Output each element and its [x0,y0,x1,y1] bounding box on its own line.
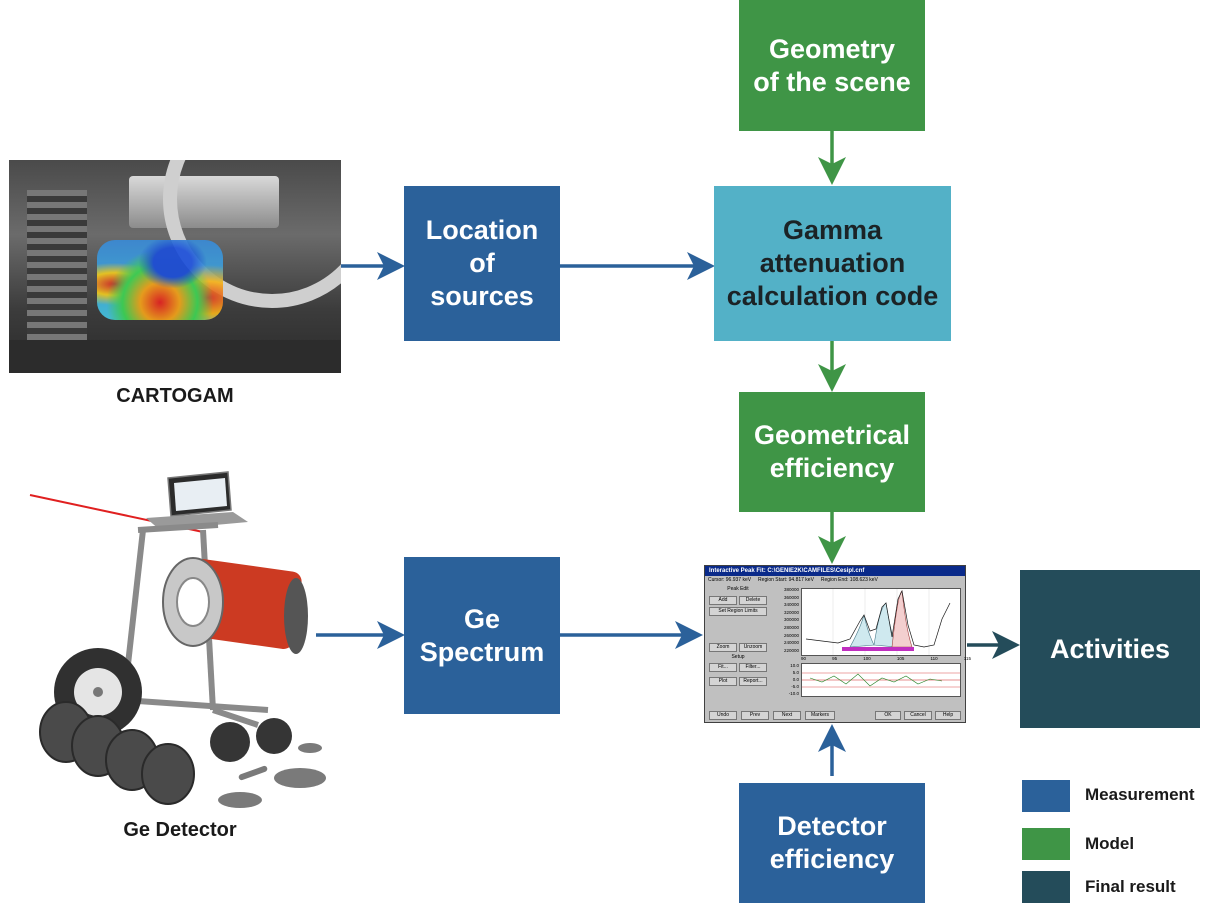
legend-label-model: Model [1085,834,1135,853]
legend-swatch-model [1022,828,1070,860]
x-tick: 90 [801,656,807,661]
node-geometrical-efficiency: Geometrical efficiency [739,392,925,512]
peak-fit-window: Interactive Peak Fit: C:\GENIE2K\CAMFILE… [704,565,971,723]
gamma-hotspot-overlay [97,240,223,320]
caption-ge-detector: Ge Detector [123,819,237,841]
set-region-limits-button[interactable]: Set Region Limits [709,607,767,616]
ge-detector-image [29,471,326,808]
y-tick: 320000 [783,609,799,615]
x-tick: 105 [896,656,905,661]
label-setup: Setup [731,654,745,660]
y-tick: 280000 [783,624,799,630]
y-tick: 260000 [783,632,799,638]
delete-button[interactable]: Delete [739,596,767,605]
window-bottom-bar: Undo Prev Next Markers OK Cancel Help [705,710,967,722]
spectrum-x-ticks: 90 95 100 105 110 115 [801,656,971,661]
filter-button[interactable]: Filter... [739,663,767,672]
region-end-readout: Region End: 108.623 keV [820,577,878,583]
y-tick: 380000 [783,587,799,592]
undo-button[interactable]: Undo [709,711,737,720]
x-tick: 115 [963,656,971,661]
y-tick: 5.0 [792,670,799,675]
y-tick: 300000 [783,617,799,623]
zoom-button[interactable]: Zoom [709,643,737,652]
node-ge-spectrum: Ge Spectrum [404,557,560,714]
legend-swatch-measurement [1022,780,1070,812]
residual-plot[interactable] [801,663,961,697]
y-tick: 220000 [783,647,799,653]
spectrum-trace [805,589,951,655]
cartogam-structure-left [27,190,87,360]
prev-button[interactable]: Prev [741,711,769,720]
detector-cylinder [162,557,308,654]
node-location-of-sources: Location of sources [404,186,560,341]
legend-label-final-result: Final result [1085,877,1176,896]
accessory-parts [218,743,326,808]
ok-button[interactable]: OK [875,711,901,720]
legend-label-measurement: Measurement [1085,785,1195,804]
next-button[interactable]: Next [773,711,801,720]
y-tick: 240000 [783,640,799,646]
window-status-bar: Cursor: 96.937 keV Region Start: 94.817 … [705,576,965,584]
x-tick: 95 [832,656,838,661]
collimator-rings [39,701,195,805]
y-tick: -5.0 [791,684,799,689]
markers-button[interactable]: Markers [805,711,835,720]
cartogam-image [9,160,341,373]
cartogam-structure-base [9,340,341,373]
cursor-readout: Cursor: 96.937 keV [708,577,752,583]
unzoom-button[interactable]: Unzoom [739,643,767,652]
node-detector-efficiency: Detector efficiency [739,783,925,903]
fit-button[interactable]: Fit... [709,663,737,672]
report-button[interactable]: Report... [739,677,767,686]
node-activities: Activities [1020,570,1200,728]
peak-edit-panel: Peak Edit Add Delete Set Region Limits Z… [707,586,769,704]
laptop-icon [146,471,248,530]
plot-button[interactable]: Plot [709,677,737,686]
node-gamma-attenuation-code: Gamma attenuation calculation code [714,186,951,341]
y-tick: 340000 [783,602,799,608]
window-title: Interactive Peak Fit: C:\GENIE2K\CAMFILE… [705,566,965,576]
residual-y-ticks: 10.0 5.0 0.0 -5.0 -10.0 [775,662,799,698]
x-tick: 110 [930,656,938,661]
caption-cartogam: CARTOGAM [116,385,234,407]
y-tick: -10.0 [788,691,799,696]
y-tick: 360000 [783,594,799,600]
region-start-readout: Region Start: 94.817 keV [758,577,814,583]
help-button[interactable]: Help [935,711,961,720]
spectrum-plot[interactable] [801,588,961,656]
x-tick: 100 [863,656,871,661]
spectrum-y-ticks: 380000 360000 340000 320000 300000 28000… [775,586,799,656]
y-tick: 0.0 [792,677,799,682]
label-peak-edit: Peak Edit [727,586,749,592]
y-tick: 10.0 [790,663,799,668]
node-geometry-of-scene: Geometry of the scene [739,0,925,131]
legend-swatch-final-result [1022,871,1070,903]
add-button[interactable]: Add [709,596,737,605]
residual-trace [802,672,960,688]
cancel-button[interactable]: Cancel [904,711,932,720]
